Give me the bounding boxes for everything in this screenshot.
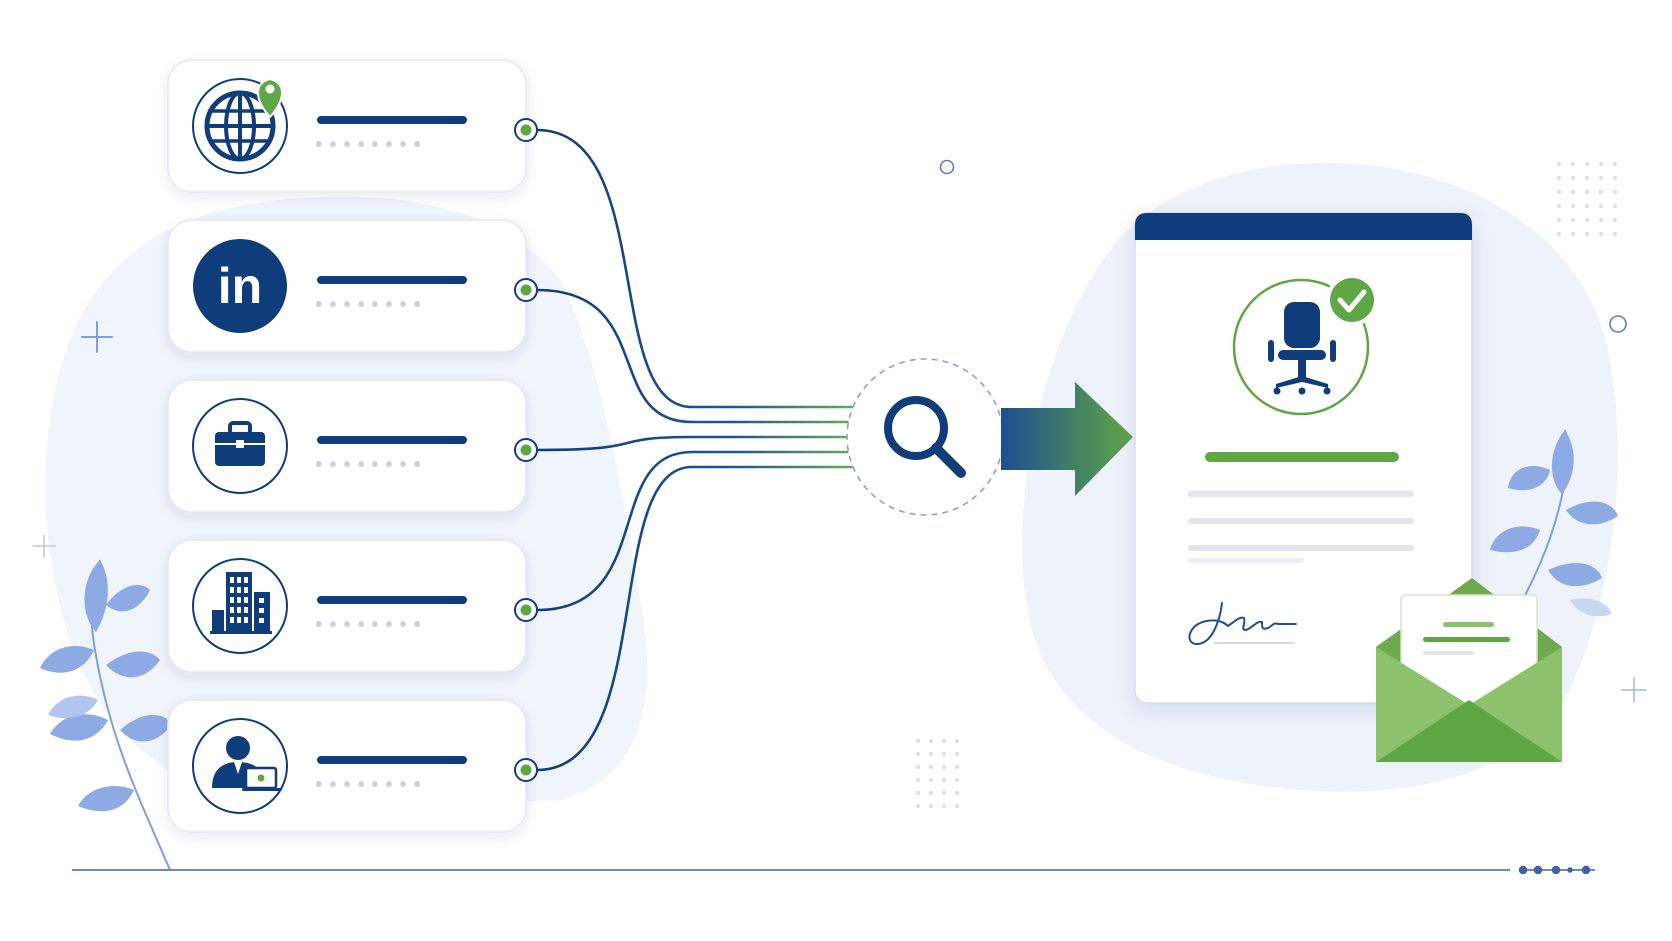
connector-node	[514, 278, 538, 302]
ground-line-dots	[1518, 865, 1595, 875]
dot-grid	[915, 738, 960, 809]
decorative-ring	[939, 159, 955, 175]
placeholder-dots	[316, 781, 420, 787]
flow-arrow	[1001, 382, 1133, 496]
connector-node	[514, 438, 538, 462]
placeholder-title-line	[317, 596, 467, 604]
check-icon	[1326, 274, 1378, 326]
source-card	[167, 59, 538, 193]
office-chair-icon	[1268, 302, 1336, 395]
decorative-ring	[1609, 315, 1627, 333]
envelope-icon	[1376, 578, 1562, 762]
placeholder-dots	[316, 461, 420, 467]
placeholder-dots	[316, 301, 420, 307]
connection-wire	[536, 465, 862, 772]
source-card	[167, 539, 538, 673]
sparkle-icon	[1621, 677, 1647, 703]
globe-location-icon	[192, 77, 288, 174]
source-card: in	[167, 219, 538, 353]
source-cards: in	[167, 59, 538, 833]
source-card	[167, 379, 538, 513]
document-content	[1188, 274, 1414, 646]
person-laptop-icon	[192, 718, 288, 814]
dot-grid	[1556, 161, 1618, 237]
sparkle-icon	[32, 534, 56, 558]
placeholder-title-line	[317, 276, 467, 284]
leaf-branch-left	[40, 559, 172, 871]
signature	[1188, 602, 1297, 646]
connection-wire	[536, 288, 862, 424]
connection-wires	[536, 128, 862, 772]
connector-node	[514, 118, 538, 142]
connector-node	[514, 598, 538, 622]
connection-wire	[536, 450, 862, 612]
linkedin-glyph: in	[218, 258, 262, 314]
linkedin-icon: in	[193, 239, 287, 333]
search-icon	[884, 396, 966, 478]
placeholder-dots	[316, 621, 420, 627]
briefcase-icon	[192, 398, 288, 494]
connection-wire	[536, 435, 862, 452]
search-hub	[846, 358, 1004, 516]
placeholder-title-line	[317, 436, 467, 444]
connector-node	[514, 758, 538, 782]
source-card	[167, 699, 538, 833]
placeholder-title-line	[317, 756, 467, 764]
placeholder-title-line	[317, 116, 467, 124]
office-building-icon	[192, 558, 288, 654]
connection-wire	[536, 128, 862, 409]
sparkle-icon	[81, 321, 113, 353]
placeholder-dots	[316, 141, 420, 147]
